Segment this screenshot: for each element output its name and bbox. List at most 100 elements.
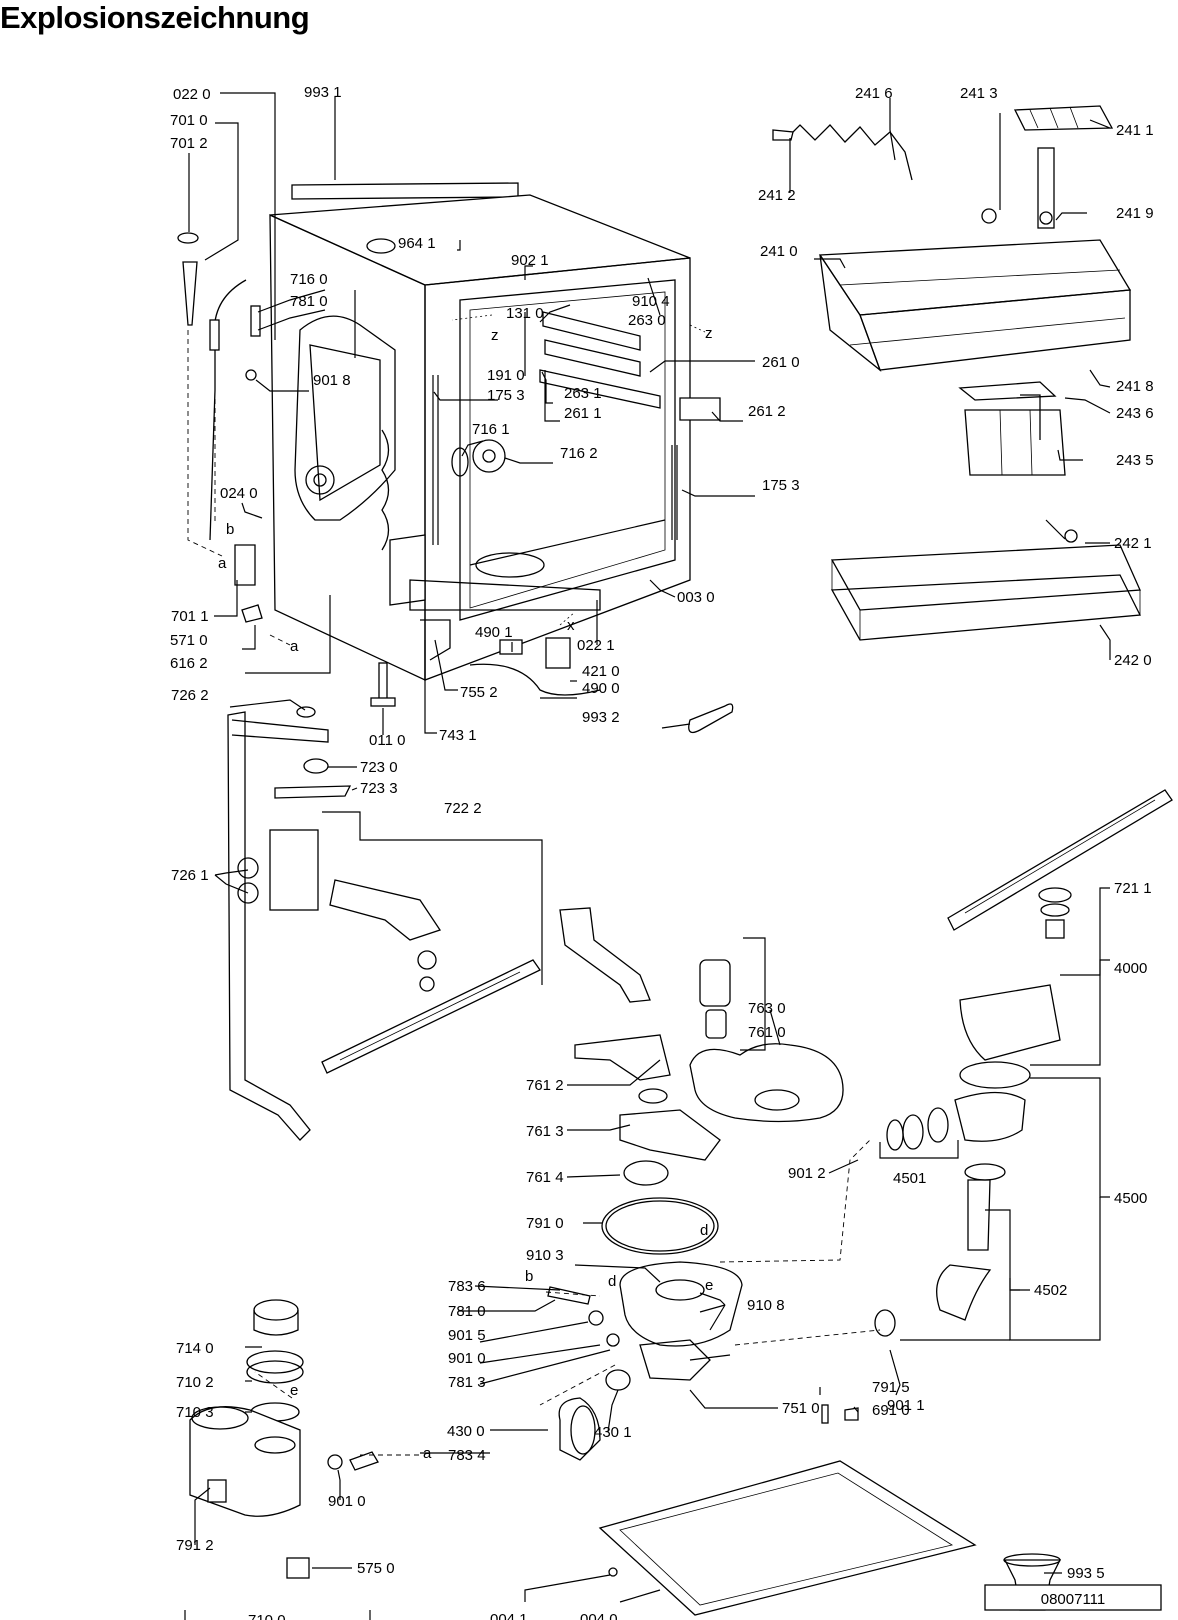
part-label: 783 6 bbox=[448, 1278, 486, 1295]
part-label: 175 3 bbox=[762, 477, 800, 494]
part-label: 571 0 bbox=[170, 632, 208, 649]
part-label: 716 2 bbox=[560, 445, 598, 462]
part-label: 241 2 bbox=[758, 187, 796, 204]
part-label: 710 3 bbox=[176, 1404, 214, 1421]
baskets-drawing bbox=[772, 105, 1142, 641]
part-label: 242 0 bbox=[1114, 652, 1152, 669]
connection-letter: d bbox=[700, 1222, 708, 1239]
part-label: 241 1 bbox=[1116, 122, 1154, 139]
part-label: 261 0 bbox=[762, 354, 800, 371]
part-label: 691 0 bbox=[872, 1402, 910, 1419]
part-label: 701 0 bbox=[170, 112, 208, 129]
assembly-lines bbox=[187, 314, 881, 1456]
part-label: 761 3 bbox=[526, 1123, 564, 1140]
part-label: 791 2 bbox=[176, 1537, 214, 1554]
part-label: 011 0 bbox=[369, 732, 405, 749]
part-label: 616 2 bbox=[170, 655, 208, 672]
part-label: 993 5 bbox=[1067, 1565, 1105, 1582]
part-label: 261 1 bbox=[564, 405, 602, 422]
part-label: 901 8 bbox=[313, 372, 351, 389]
connection-letter: a bbox=[423, 1445, 432, 1462]
part-label: 024 0 bbox=[220, 485, 258, 502]
part-label: 241 6 bbox=[855, 85, 893, 102]
part-label: 243 5 bbox=[1116, 452, 1154, 469]
part-label: 910 4 bbox=[632, 293, 670, 310]
part-label: 755 2 bbox=[460, 684, 498, 701]
connection-letter: z bbox=[491, 327, 499, 344]
connection-letter: b bbox=[525, 1268, 533, 1285]
part-label: 421 0 bbox=[582, 663, 620, 680]
leader-lines bbox=[184, 92, 1111, 1620]
part-label: 761 2 bbox=[526, 1077, 564, 1094]
part-label: 761 4 bbox=[526, 1169, 564, 1186]
part-label: 791 0 bbox=[526, 1215, 564, 1232]
reference-number: 08007111 bbox=[1041, 1591, 1106, 1608]
connection-letter: e bbox=[705, 1277, 713, 1294]
connection-letter: b bbox=[226, 521, 234, 538]
spray-arms-drawing bbox=[227, 706, 1173, 1141]
part-label: 710 0 bbox=[248, 1612, 286, 1620]
part-label: 490 0 bbox=[582, 680, 620, 697]
part-label: 131 0 bbox=[506, 305, 544, 322]
part-label: 701 1 bbox=[171, 608, 209, 625]
part-label: 263 1 bbox=[564, 385, 602, 402]
part-label: 901 2 bbox=[788, 1165, 826, 1182]
part-label: 901 1 bbox=[887, 1397, 925, 1414]
part-label: 241 8 bbox=[1116, 378, 1154, 395]
part-label: 430 0 bbox=[447, 1423, 485, 1440]
part-label: 004 1 bbox=[490, 1611, 528, 1620]
part-label: 743 1 bbox=[439, 727, 477, 744]
part-label: 430 1 bbox=[594, 1424, 632, 1441]
part-label: 4502 bbox=[1034, 1282, 1067, 1299]
page-title: Explosionszeichnung bbox=[0, 0, 310, 35]
part-label: 993 2 bbox=[582, 709, 620, 726]
softener-drawing bbox=[189, 1299, 1062, 1611]
connection-letter: x bbox=[567, 617, 575, 634]
part-label: 781 0 bbox=[290, 293, 328, 310]
part-label: 243 6 bbox=[1116, 405, 1154, 422]
part-label: 263 0 bbox=[628, 312, 666, 329]
part-label: 901 0 bbox=[328, 1493, 366, 1510]
part-label: 722 2 bbox=[444, 800, 482, 817]
part-label: 242 1 bbox=[1114, 535, 1152, 552]
part-label: 721 1 bbox=[1114, 880, 1152, 897]
connection-letter: a bbox=[290, 638, 299, 655]
part-label: 781 0 bbox=[448, 1303, 486, 1320]
part-label: 761 0 bbox=[748, 1024, 786, 1041]
connection-letter: e bbox=[290, 1382, 298, 1399]
part-label: 901 0 bbox=[448, 1350, 486, 1367]
part-label: 751 0 bbox=[782, 1400, 820, 1417]
part-label: 763 0 bbox=[748, 1000, 786, 1017]
part-label: 261 2 bbox=[748, 403, 786, 420]
part-label: 781 3 bbox=[448, 1374, 486, 1391]
sump-pump-drawing bbox=[327, 959, 1061, 1471]
part-label: 022 0 bbox=[173, 86, 211, 103]
part-label: 783 4 bbox=[448, 1447, 486, 1464]
connection-letter: d bbox=[608, 1273, 616, 1290]
part-label: 910 8 bbox=[747, 1297, 785, 1314]
part-label: 716 0 bbox=[290, 271, 328, 288]
part-label: 241 9 bbox=[1116, 205, 1154, 222]
part-label: 4000 bbox=[1114, 960, 1147, 977]
part-label: 241 3 bbox=[960, 85, 998, 102]
part-label: 726 2 bbox=[171, 687, 209, 704]
base-plate-drawing bbox=[598, 1460, 977, 1616]
part-label: 701 2 bbox=[170, 135, 208, 152]
part-label: 004 0 bbox=[580, 1611, 618, 1620]
connection-letter: a bbox=[218, 555, 227, 572]
tub-cabinet-drawing bbox=[177, 182, 734, 734]
part-label: 575 0 bbox=[357, 1560, 395, 1577]
part-label: 726 1 bbox=[171, 867, 209, 884]
part-label: 710 2 bbox=[176, 1374, 214, 1391]
part-label: 714 0 bbox=[176, 1340, 214, 1357]
part-label: 791 5 bbox=[872, 1379, 910, 1396]
part-label: 022 1 bbox=[577, 637, 615, 654]
part-label: 191 0 bbox=[487, 367, 525, 384]
part-label: 175 3 bbox=[487, 387, 525, 404]
part-label: 964 1 bbox=[398, 235, 436, 252]
part-label: 241 0 bbox=[760, 243, 798, 260]
part-label: 4500 bbox=[1114, 1190, 1147, 1207]
part-label: 993 1 bbox=[304, 84, 342, 101]
